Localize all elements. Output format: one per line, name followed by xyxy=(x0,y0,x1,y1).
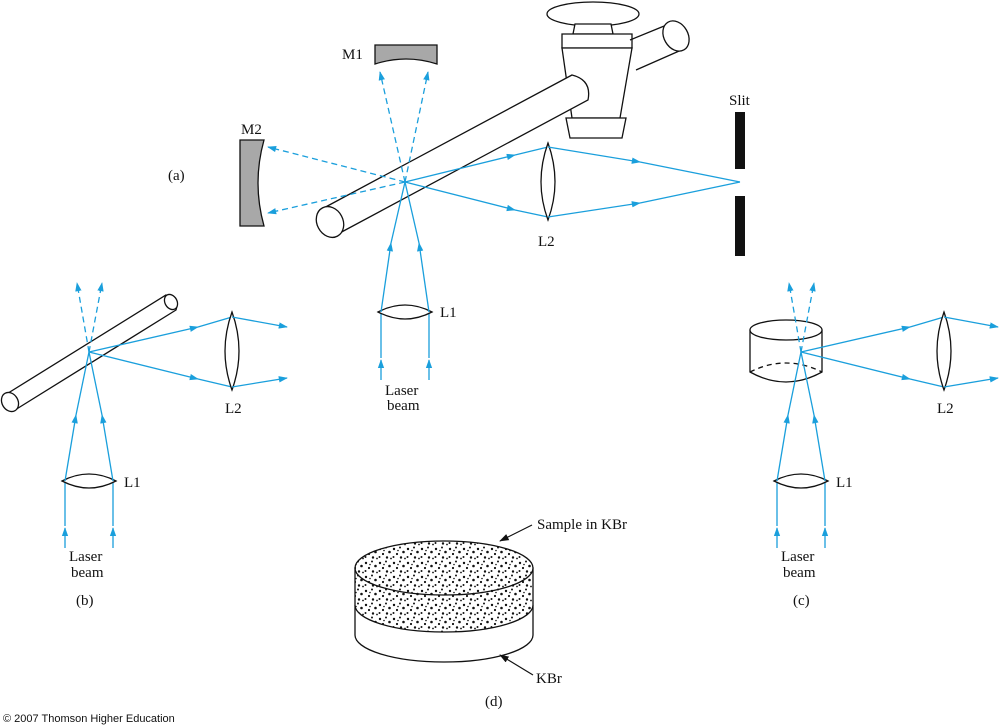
label-laser-b-1: Laser xyxy=(69,549,102,565)
lens-l2-b xyxy=(224,310,240,392)
lens-l2-a xyxy=(540,141,556,222)
label-l2-a: L2 xyxy=(538,234,555,250)
sample-capillary-a xyxy=(315,74,590,239)
label-laser-b-2: beam xyxy=(71,565,104,581)
label-kbr: KBr xyxy=(536,671,562,687)
lens-l2-c xyxy=(936,310,952,392)
label-m1: M1 xyxy=(342,47,363,63)
label-laser-a-2: beam xyxy=(387,398,420,414)
pointer-sample xyxy=(499,524,533,542)
label-panel-b: (b) xyxy=(76,593,94,609)
label-laser-c-1: Laser xyxy=(781,549,814,565)
label-m2: M2 xyxy=(241,122,262,138)
label-sample-in-kbr: Sample in KBr xyxy=(537,517,627,533)
mirror-m1 xyxy=(374,44,438,65)
label-panel-c: (c) xyxy=(793,593,810,609)
lens-l1-c xyxy=(772,473,830,489)
lens-l1-b xyxy=(60,473,118,489)
pointer-kbr xyxy=(499,654,534,676)
label-l1-c: L1 xyxy=(836,475,853,491)
sample-capillary-b xyxy=(0,293,179,413)
label-panel-a: (a) xyxy=(168,168,185,184)
label-laser-a-1: Laser xyxy=(385,383,418,399)
slit-lower-jaw xyxy=(735,196,745,256)
copyright-notice: © 2007 Thomson Higher Education xyxy=(3,713,175,725)
label-l2-b: L2 xyxy=(225,401,242,417)
panel-b: L2 L1 Laser beam (b) xyxy=(0,282,288,609)
label-laser-c-2: beam xyxy=(783,565,816,581)
label-slit: Slit xyxy=(729,93,751,109)
mirror-m2 xyxy=(239,139,265,227)
label-panel-d: (d) xyxy=(485,694,503,710)
lens-l1-a xyxy=(376,304,434,320)
label-l2-c: L2 xyxy=(937,401,954,417)
panel-c: L2 L1 Laser beam (c) xyxy=(749,282,999,609)
panel-a: (a) M1 M2 Slit L2 L1 Laser beam xyxy=(168,1,751,414)
microscope-objective xyxy=(546,1,690,139)
label-l1-a: L1 xyxy=(440,305,457,321)
label-l1-b: L1 xyxy=(124,475,141,491)
sample-cell-c xyxy=(749,319,823,383)
slit-upper-jaw xyxy=(735,112,745,169)
sample-disk-top xyxy=(354,540,534,596)
panel-d: Sample in KBr KBr (d) xyxy=(354,517,627,710)
